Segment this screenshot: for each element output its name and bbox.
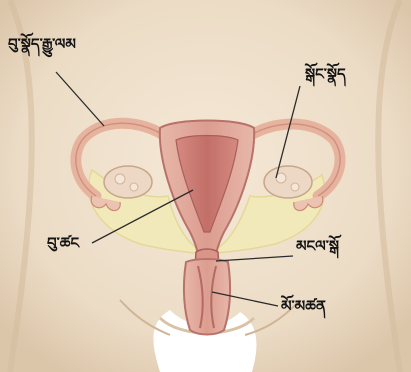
label-cervix: མངལ་སྒོ <box>296 236 339 256</box>
left-ovary <box>104 166 152 198</box>
label-uterus: བུ་ཚང <box>47 233 79 253</box>
label-ovary: སྒོང་སྣོད <box>305 64 346 84</box>
right-ovary <box>264 166 312 198</box>
vagina <box>184 259 230 335</box>
label-vagina: མོ་མཚན <box>281 296 326 316</box>
label-fallopian-tube: བུ་སྣོད་རྒྱུ་ལམ <box>8 34 76 54</box>
